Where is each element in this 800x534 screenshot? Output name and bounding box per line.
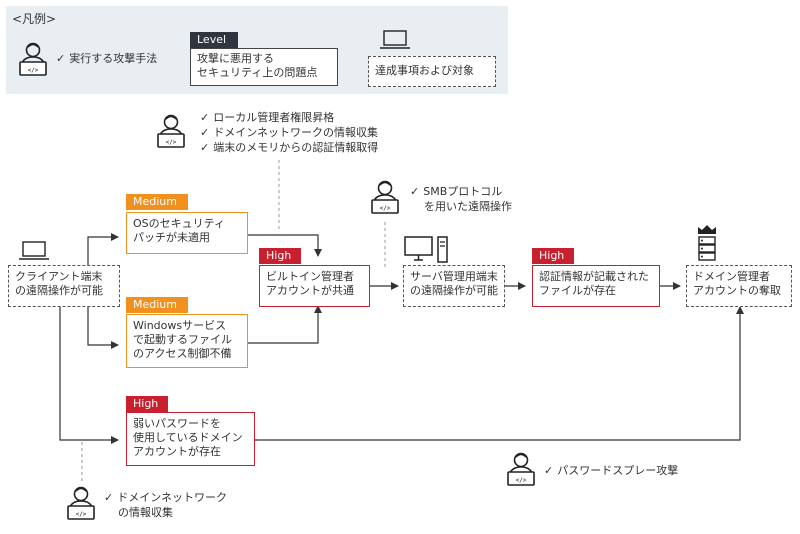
laptop-icon bbox=[380, 30, 410, 49]
legend-level-box: 攻撃に悪用する セキュリティ上の問題点 bbox=[190, 48, 338, 86]
legend-technique: ✓実行する攻撃手法 bbox=[56, 52, 158, 65]
node-weak-password: 弱いパスワードを 使用しているドメイン アカウントが存在 bbox=[126, 412, 255, 466]
node-server: サーバ管理用端末 の遠隔操作が可能 bbox=[403, 265, 505, 307]
legend-level-tag: Level bbox=[190, 32, 238, 48]
technique-bottom-left: ✓ドメインネットワーク の情報収集 bbox=[104, 491, 227, 519]
technique-smb: ✓SMBプロトコル を用いた遠隔操作 bbox=[410, 185, 512, 213]
attacker-icon: </> bbox=[371, 180, 399, 214]
laptop-icon bbox=[19, 241, 49, 260]
edge-os-builtin bbox=[248, 234, 322, 257]
svg-text:</>: </> bbox=[380, 205, 391, 212]
node-cred-file: 認証情報が記載された ファイルが存在 bbox=[532, 265, 660, 307]
node-client: クライアント端末 の遠隔操作が可能 bbox=[8, 265, 120, 307]
technique-bottom-right: ✓パスワードスプレー攻撃 bbox=[544, 464, 679, 477]
attacker-icon: </> bbox=[507, 452, 535, 486]
level-tag-medium: Medium bbox=[126, 194, 188, 210]
svg-text:</>: </> bbox=[28, 67, 39, 74]
technique-list-top: ✓ローカル管理者権限昇格 ✓ドメインネットワークの情報収集 ✓端末のメモリからの… bbox=[200, 111, 379, 154]
level-tag-high: High bbox=[532, 248, 574, 264]
legend-title: <凡例> bbox=[12, 12, 57, 26]
edge-weak-domain bbox=[255, 306, 744, 441]
node-builtin-admin: ビルトイン管理者 アカウントが共通 bbox=[259, 265, 370, 307]
attacker-icon: </> bbox=[157, 114, 185, 148]
level-tag-high: High bbox=[126, 396, 168, 412]
edge-client-os bbox=[87, 233, 119, 265]
attacker-icon: </> bbox=[67, 486, 95, 520]
node-os-patch: OSのセキュリティ パッチが未適用 bbox=[126, 212, 248, 254]
crown-server-icon bbox=[698, 225, 716, 261]
edge-client-win bbox=[87, 307, 119, 349]
node-win-service: Windowsサービス で起動するファイル のアクセス制御不備 bbox=[126, 314, 248, 368]
node-domain-admin: ドメイン管理者 アカウントの奪取 bbox=[686, 265, 792, 307]
svg-text:</>: </> bbox=[516, 477, 527, 484]
desktop-server-icon bbox=[404, 236, 448, 263]
attacker-icon: </> bbox=[19, 42, 47, 76]
edge-client-weak bbox=[59, 307, 119, 444]
edge-win-builtin bbox=[248, 305, 322, 344]
level-tag-medium: Medium bbox=[126, 297, 188, 313]
svg-text:</>: </> bbox=[166, 139, 177, 146]
level-tag-high: High bbox=[259, 248, 301, 264]
legend-target-box: 達成事項および対象 bbox=[368, 56, 496, 87]
svg-text:</>: </> bbox=[76, 511, 87, 518]
